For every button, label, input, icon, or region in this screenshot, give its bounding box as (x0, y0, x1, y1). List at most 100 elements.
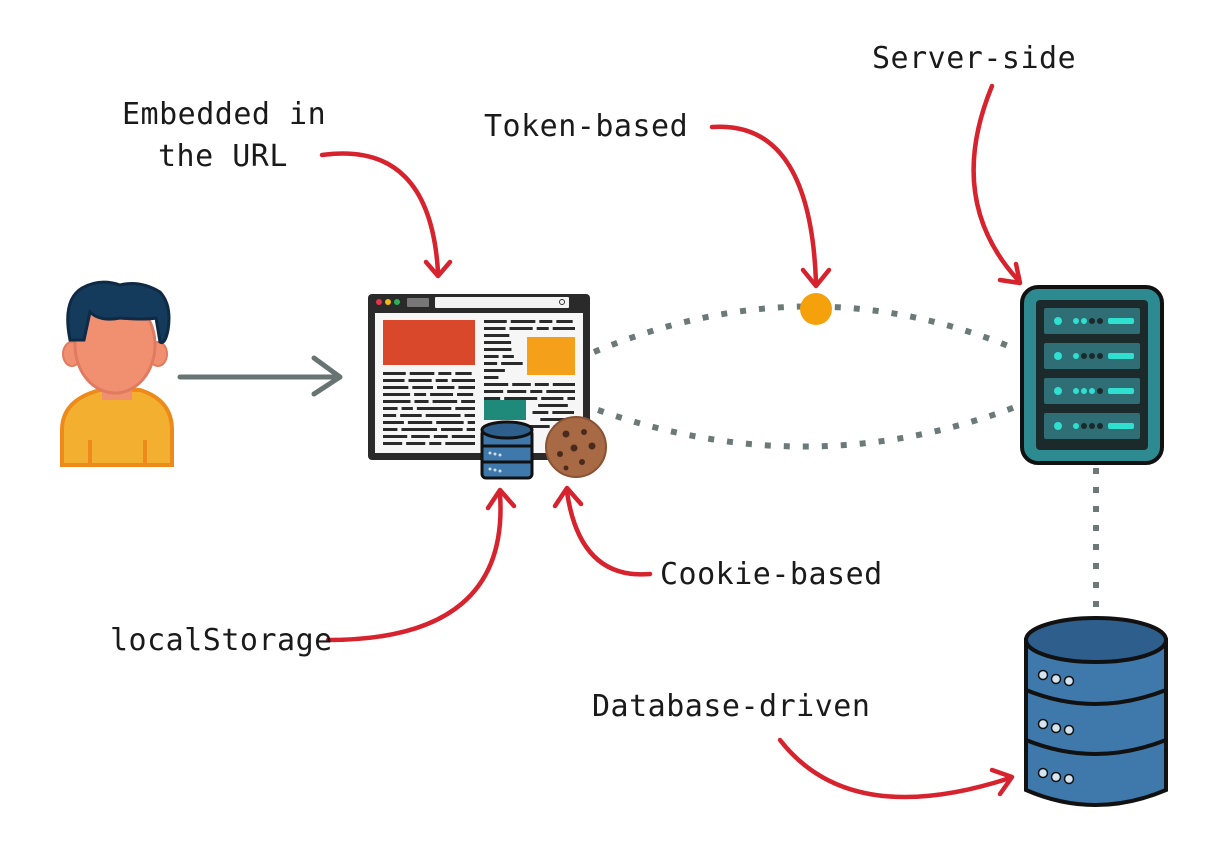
server-status-dot (1081, 318, 1087, 324)
text-line (383, 386, 409, 389)
browser-window (368, 294, 590, 460)
server-status-dot (1073, 423, 1079, 429)
text-line (504, 397, 538, 400)
text-line (484, 369, 505, 372)
text-line (484, 390, 504, 393)
text-line (383, 421, 404, 424)
text-line (552, 383, 575, 386)
page-text-lines (383, 320, 575, 445)
text-line (458, 386, 475, 389)
localstorage-database-icon (480, 420, 534, 480)
text-line (534, 383, 549, 386)
server-status-dot (1089, 318, 1095, 324)
text-line (484, 348, 512, 351)
window-controls (376, 299, 400, 305)
text-line (532, 411, 549, 414)
text-line (484, 355, 499, 358)
server-status-dot (1073, 318, 1079, 324)
text-line (441, 428, 463, 431)
server-drive-bar (1108, 318, 1134, 324)
text-line (383, 407, 398, 410)
text-line (383, 393, 411, 396)
text-line (436, 421, 464, 424)
text-line (451, 435, 475, 438)
user-to-browser-arrow (177, 355, 343, 397)
hero-image-block (383, 320, 475, 365)
teal-image-block (484, 400, 526, 420)
text-line (408, 379, 432, 382)
text-line (484, 327, 506, 330)
server-icon (1020, 285, 1164, 465)
text-line (406, 442, 426, 445)
arrow-local-storage (325, 487, 517, 643)
text-line (461, 400, 475, 403)
text-line (416, 407, 452, 410)
server-status-dot (1073, 353, 1079, 359)
text-line (412, 386, 434, 389)
side-image-block (527, 337, 575, 375)
server-led (1054, 387, 1062, 395)
text-line (509, 327, 533, 330)
text-line (438, 372, 452, 375)
connection-browser-server-top (592, 303, 1020, 355)
text-line (425, 414, 461, 417)
text-line (464, 414, 475, 417)
text-line (383, 414, 397, 417)
text-line (466, 428, 475, 431)
text-line (540, 418, 569, 421)
text-line (457, 393, 474, 396)
text-line (484, 334, 510, 337)
text-line (401, 407, 413, 410)
text-line (512, 383, 531, 386)
arrow-server-side (971, 83, 1023, 286)
token-dot (800, 293, 832, 325)
server-status-dot (1097, 318, 1103, 324)
server-status-dot (1097, 388, 1103, 394)
label-database-driven: Database-driven (592, 689, 870, 724)
text-line (409, 372, 435, 375)
text-line (538, 404, 568, 407)
text-line (401, 428, 438, 431)
server-status-dot (1081, 423, 1087, 429)
label-embedded-in-url-line2: the URL (158, 139, 288, 174)
text-line (539, 320, 553, 323)
text-line (407, 421, 433, 424)
text-line (437, 386, 455, 389)
text-line (484, 397, 501, 400)
connection-browser-server-bottom (597, 403, 1020, 450)
text-line (484, 320, 507, 323)
text-line (467, 421, 475, 424)
text-line (484, 376, 499, 379)
label-local-storage: localStorage (110, 623, 333, 658)
text-line (455, 407, 475, 410)
text-line (383, 400, 411, 403)
text-line (435, 379, 448, 382)
server-drive-bar (1108, 423, 1134, 429)
text-line (510, 320, 536, 323)
user-icon (60, 280, 174, 467)
cookie-icon (545, 416, 607, 478)
server-led (1054, 422, 1062, 430)
text-line (484, 341, 512, 344)
text-line (451, 379, 475, 382)
arrow-embedded-url (319, 151, 453, 279)
text-line (484, 383, 509, 386)
server-status-dot (1097, 353, 1103, 359)
server-drive-bar (1108, 353, 1134, 359)
text-line (411, 435, 430, 438)
label-cookie-based: Cookie-based (660, 557, 883, 592)
label-embedded-in-url-line1: Embedded in (122, 97, 326, 132)
text-line (530, 390, 543, 393)
text-line (433, 435, 448, 438)
server-drive-bar (1108, 388, 1134, 394)
text-line (455, 372, 472, 375)
text-line (383, 379, 405, 382)
server-led (1054, 352, 1062, 360)
text-line (501, 362, 523, 365)
text-line (445, 442, 475, 445)
server-status-dot (1073, 388, 1079, 394)
server-status-dot (1081, 388, 1087, 394)
text-line (400, 414, 422, 417)
label-server-side: Server-side (872, 41, 1076, 76)
text-line (429, 442, 442, 445)
